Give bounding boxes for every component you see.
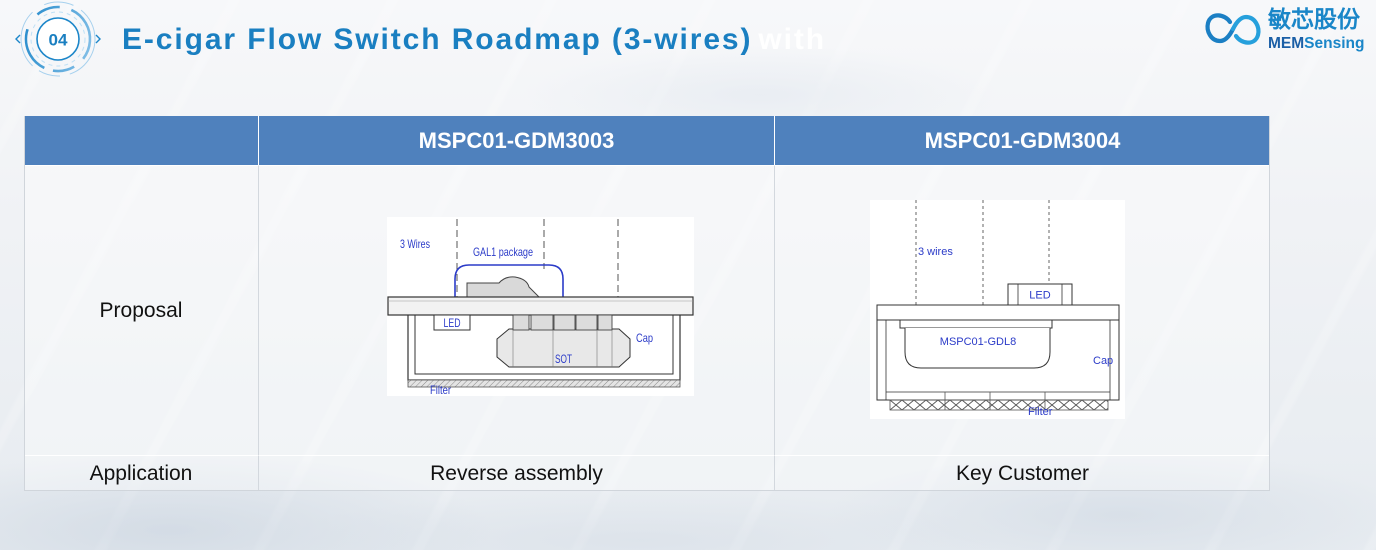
company-logo: 敏芯股份 MEMSensing (1203, 6, 1369, 52)
cell-application-gdm3003: Reverse assembly (258, 455, 774, 491)
slide-title-trailing: with (758, 23, 826, 56)
badge-ring-icon: 04 (15, 1, 101, 77)
label-led: LED (444, 316, 461, 330)
led-box (433, 314, 471, 331)
gdm3004-structure-diagram: 3 wires LED MSPC01-GDL8 Cap Filter (870, 200, 1125, 419)
wire-lines (915, 200, 1050, 305)
section-badge: 04 (10, 0, 106, 80)
slide-title-text: E-cigar Flow Switch Roadmap (3-wires) (122, 23, 753, 56)
package-outline (454, 264, 564, 297)
section-number: 04 (49, 31, 68, 50)
cell-application-gdm3004: Key Customer (774, 455, 1270, 491)
logo-name-en-suffix: Sensing (1304, 35, 1365, 52)
memsensing-logo-icon (1205, 13, 1261, 45)
label-led: LED (1029, 290, 1050, 302)
logo-name-en-prefix: MEM (1268, 35, 1305, 52)
row-label-proposal: Proposal (24, 165, 258, 455)
roadmap-table: MSPC01-GDM3003 MSPC01-GDM3004 Proposal (24, 116, 1270, 491)
label-wires: 3 Wires (400, 237, 430, 251)
label-chip: MSPC01-GDL8 (940, 336, 1016, 348)
sensor-chip (899, 319, 1053, 369)
label-filter: Filter (430, 383, 451, 396)
logo-name-en: MEMSensing (1268, 35, 1364, 53)
wire-lines (456, 219, 619, 297)
pcb-board (876, 304, 1120, 321)
label-wires: 3 wires (918, 246, 953, 258)
label-package: GAL1 package (473, 245, 533, 259)
cell-proposal-gdm3004: 3 wires LED MSPC01-GDL8 Cap Filter (774, 165, 1270, 455)
row-label-application: Application (24, 455, 258, 491)
package-component (466, 276, 541, 298)
filter-strip (407, 379, 681, 388)
table-header-gdm3003: MSPC01-GDM3003 (258, 116, 774, 165)
label-filter: Filter (1028, 406, 1053, 418)
cell-proposal-gdm3003: 3 Wires GAL1 package LED Cap SOT Filter (258, 165, 774, 455)
label-cap: Cap (636, 331, 653, 345)
gdm3003-structure-diagram: 3 Wires GAL1 package LED Cap SOT Filter (387, 217, 694, 396)
logo-name-cn: 敏芯股份 (1268, 7, 1360, 33)
pcb-board (387, 296, 694, 316)
led-box (1007, 283, 1073, 306)
table-header-gdm3004: MSPC01-GDM3004 (774, 116, 1270, 165)
slide-title: E-cigar Flow Switch Roadmap (3-wires)wit… (122, 22, 826, 58)
table-header-corner (24, 116, 258, 165)
label-sot: SOT (555, 352, 572, 366)
label-cap: Cap (1093, 355, 1113, 367)
filter-strip (889, 392, 1109, 411)
sot-package (496, 314, 631, 368)
